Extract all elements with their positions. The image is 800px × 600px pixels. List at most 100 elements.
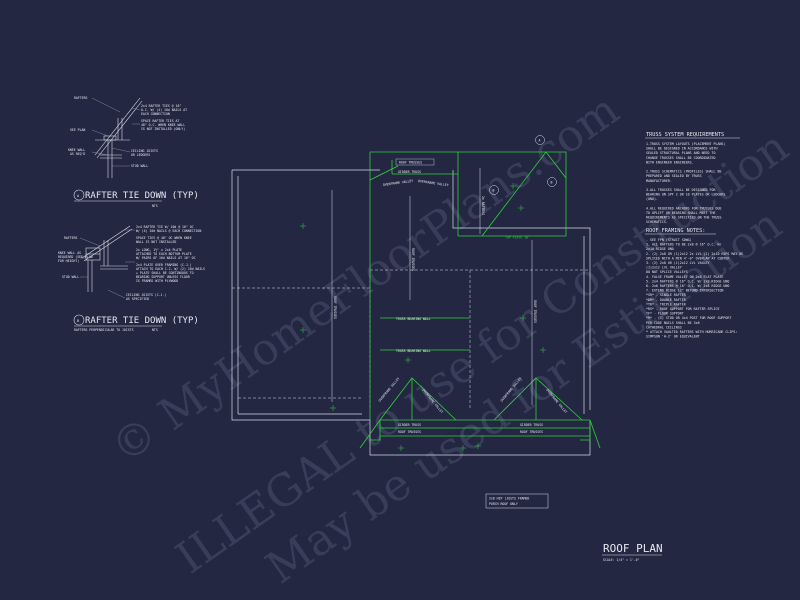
detail-a-see-plan-label: SEE PLAN [70,128,85,132]
roof-framing-note-line: *F* - FLOOR SUPPORT [646,312,684,316]
plan-label-roof-trusses-bl: ROOF TRUSSES [398,430,421,434]
plan-label-girder-left: GIRDER TRUSS [398,423,421,427]
detail-b-title: RAFTER TIE DOWN (TYP) [85,316,199,326]
detail-b-ceiling-1: CEILING JOISTS (C.J.) [126,293,166,297]
plan-callout-circle-b [547,177,557,187]
detail-b-drawing [81,225,133,292]
truss-requirement-line: PREPARED AND SEALED BY TRUSS [646,174,702,178]
detail-a-stud-wall-label: STUD WALL [131,164,148,168]
plan-span-arrows [331,168,533,405]
roof-framing-note-line: 7. EXTEND RIDGE 12" BEYOND INTERSECTION [646,289,723,293]
roof-framing-note-line: PER CODE NAILS SHALL BE 3x6 [646,321,700,325]
detail-a-note-2: O.C. W/ (4) 10d NAILS AT [141,108,187,112]
truss-requirement-line: SCHEMATICS. [646,220,668,224]
plan-porch-note-2: PORCH ROOF ONLY [489,502,518,506]
detail-b-note-5: 2x LONG, 1½" x 2x4 PLATE [136,248,182,252]
detail-b-scale: NTS [152,328,158,332]
detail-a-note-3: EACH CONNECTION [141,112,170,116]
detail-b-note-10: + PLATE SHALL BE CONTINUOUS TO [136,271,194,275]
roof-framing-note-line: 3. (2) 2x8 OR (1)2x12 LVL VALLEY [646,261,710,265]
detail-b-knee-label-3: FOR HEIGHT) [58,259,79,263]
detail-a-scale: NTS [152,204,158,208]
plan-callout-b2: B [493,189,495,193]
roof-framing-note-line: *R* - (1) STUD OR 4x4 POST FOR ROOF SUPP… [646,316,731,320]
plan-porch-note-1: 2x8 HIP (JOSTS FRAMED [489,497,529,501]
roof-framing-note-line: 2x10 RIDGE UNO [646,247,674,251]
roof-framing-note-line: - SEE FPN (STRUCT SDWG) [646,238,692,242]
detail-b-note-2: W/ (4) 10d NAILS @ EACH CONNECTION [136,229,201,233]
roof-framing-lines: - SEE FPN (STRUCT SDWG)1. ALL RAFTERS TO… [646,238,743,339]
detail-a-knee-wall-label: KNEE WALL [68,148,85,152]
plan-callout-a: A [539,139,541,143]
plan-roof-outline [359,151,601,449]
truss-requirements: TRUSS SYSTEM REQUIREMENTS 1.TRUSS SYSTEM… [645,132,740,224]
roof-framing-note-line: SPLICED WITH A MIN 4'-0" OVERLAP AT CENT… [646,256,729,260]
detail-a-rafters-label: RAFTERS [74,96,88,100]
truss-requirement-line: SEALED STRUCTURAL PLANS AND NEED TO [646,151,715,155]
detail-b-subtitle: RAFTERS PERPENDICULAR TO JOISTS [74,328,134,332]
plan-label-roof-trusses-mid: ROOF TRUSSES [411,248,415,271]
truss-requirement-line: MANUFACTURER. [646,179,672,183]
detail-b-rafters-label: RAFTERS [64,236,78,240]
truss-requirements-title: TRUSS SYSTEM REQUIREMENTS [646,132,724,138]
truss-requirement-line: 2.TRUSS SCHEMATICS (PROFILES) SHALL BE [646,170,721,174]
roof-framing-note-line: *DR* - DOUBLE RAFTER [646,298,686,302]
roof-framing-note-line: * ATTACH VAULTED RAFTERS WITH HURRICANE … [646,330,737,334]
detail-a-ceiling-label: CEILING JOISTS [131,149,158,153]
detail-b-note-3: SPACE TIES @ 48" OC WHEN KNEE [136,236,192,240]
roof-framing-note-line: 1. ALL RAFTERS TO BE 2x8 @ 16" O.C. W/ [646,243,721,247]
plan-label-girder-right: GIRDER TRUSS [520,423,543,427]
plan-crosshair-markers [300,183,546,451]
plan-label-overframe-valley-top: OVERFRAME VALLEY [383,179,414,187]
detail-b-note-11: BEARING SUPPORT UNLESS FLOOR [136,275,190,279]
truss-requirement-line: CHANGE TRUSSES SHALL BE COORDINATED [646,156,715,160]
roof-framing-note-line: *RS* - ROOF SUPPORT FOR RAFTER SPLICE [646,307,719,311]
roof-framing-note-line: 5. 2x4 RAFTERS @ 16" O.C. W/ 2x8 RIDGE U… [646,279,729,283]
detail-a-note-5: 48" O.C. WHEN KNEE WALL [141,123,185,127]
detail-a-drawing [94,97,143,178]
plan-label-roof-trusses-br: ROOF TRUSSES [520,430,543,434]
detail-b: RAFTERS KNEE WALL AS REQUIRED (SEE PLAN … [58,225,205,332]
truss-requirement-line: BEARING ON SPF 2 OR 10 PLATES OR LEDGERS [646,193,725,197]
truss-requirement-line: REQUIREMENTS AS SPECIFIED ON THE TRUSS [646,216,721,220]
truss-requirement-line: 4.ALL REQUIRED ANCHORS FOR TRUSSES DUE [646,206,721,210]
truss-requirements-lines: 1.TRUSS SYSTEM LAYOUTS (PLACEMENT PLANS)… [646,142,725,224]
detail-b-knee-label-1: KNEE WALL AS [58,251,81,255]
roof-framing-note-line: DO NOT SPLICE VALLEYS [646,270,688,274]
detail-b-note-8: 2x4 PLATE OVER FRAMING (C.J.) [136,263,192,267]
plan-title: ROOF PLAN [603,542,663,555]
roof-framing-note-line: 2. (2) 2x8 OR (1)2x12 2x LVL (2) 2x10 HI… [646,252,743,256]
detail-b-note-7: W/ PAIRS OF 16d NAILS AT 16" OC [136,256,196,260]
roof-framing-notes: ROOF FRAMING NOTES: - SEE FPN (STRUCT SD… [645,228,743,339]
plan-callout-circle-a [535,135,545,145]
detail-a-title: RAFTER TIE DOWN (TYP) [85,191,199,201]
roof-framing-note-line: *TR* - TRIPLE RAFTER [646,302,686,306]
plan-label-roof-trusses-left: ROOF TRUSSES [333,296,337,319]
detail-b-marker-circle [73,314,85,326]
roof-framing-note-line: CATHEDRAL CEILINGS [646,325,682,329]
detail-b-note-1: 2x4 RAFTER TIE W/ 10d @ 16" OC [136,225,194,229]
detail-b-note-6: ATTACHED TO EACH BOTTOM PLATE [136,252,192,256]
detail-b-ceiling-2: AS SPECIFIED [126,297,149,301]
plan-callout-b: B [551,181,553,185]
roof-framing-title: ROOF FRAMING NOTES: [646,228,705,234]
plan-label-roof-trusses-right: ROOF TRUSSES [533,300,537,323]
truss-requirement-line: SHALL BE DESIGNED IN ACCORDANCE WITH [646,147,717,151]
plan-label-overframe-valley-top2: OVERFRAME VALLEY [418,179,449,187]
plan-wall-outline [231,169,591,456]
detail-a-note-4: SPACE RAFTER TIES AT [141,119,179,123]
detail-b-marker: B [77,319,79,323]
plan-label-roof-trusses-top: ROOF TRUSSES [399,160,422,164]
roof-framing-note-line: 4. FALSE FRAME VALLEY ON 2x8 FLAT PLATE [646,275,723,279]
detail-b-note-9: ATTACH TO EACH C.J. W/ (2) 16d NAILS [136,267,205,271]
plan-label-girder-truss-top: GIRDER TRUSS [398,170,421,174]
roof-framing-note-line: SIMPSON 'H-2' OR EQUIVALENT [646,335,700,339]
detail-a-note-1: 2x4 RAFTER TIES @ 16" [141,104,181,108]
detail-a-marker-circle [73,189,85,201]
detail-a-note-6: IS NOT INSTALLED (ONLY) [141,127,185,131]
plan-label-bearing-wall-2: TRUSS BEARING WALL [396,349,431,353]
detail-a-ledgers-label: OR LEDGERS [131,153,150,157]
plan-tag-callouts: A B B [489,135,557,195]
detail-a-marker: A [77,194,80,198]
